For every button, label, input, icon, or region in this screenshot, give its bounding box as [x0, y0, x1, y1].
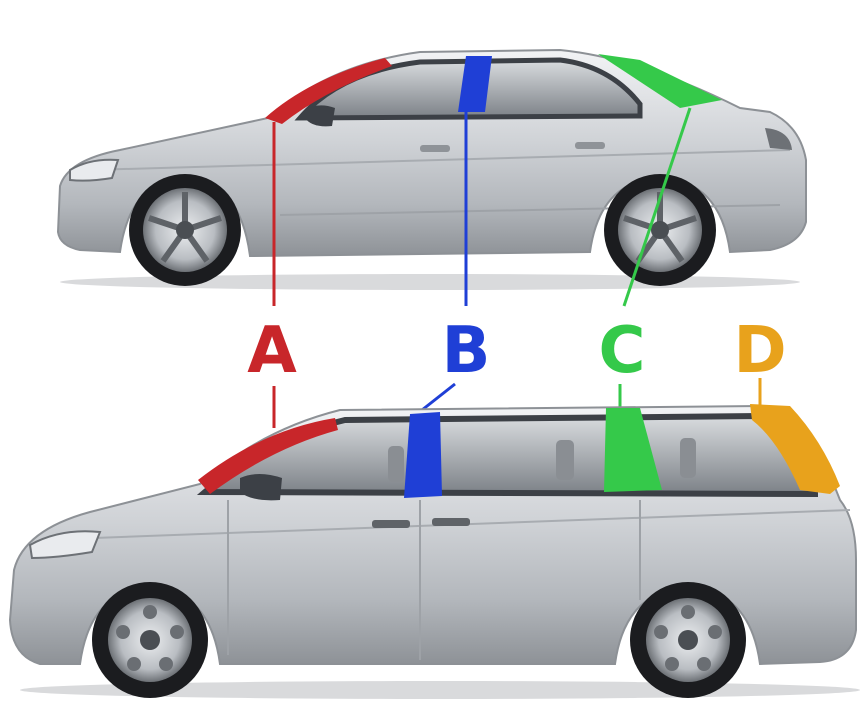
minivan-shadow [20, 681, 860, 699]
minivan-a-pillar [198, 418, 338, 494]
pillar-label-c: C [599, 314, 646, 388]
pillar-connector-lines [272, 107, 762, 428]
minivan-b-pillar [404, 412, 442, 498]
minivan-rear-wheel [630, 582, 746, 698]
minivan-seats [388, 438, 696, 482]
minivan-front-wheel [92, 582, 208, 698]
sedan-headlight [69, 158, 120, 182]
sedan-a-pillar [265, 58, 392, 124]
c-pillar-line-top [622, 107, 692, 307]
sedan-c-pillar [598, 54, 722, 108]
sedan-mirror [305, 105, 335, 127]
sedan-door-handle-front [420, 145, 450, 152]
minivan-door-handle-front [372, 520, 410, 528]
pillar-label-b: B [442, 314, 491, 388]
minivan-door-handle-rear [432, 518, 470, 526]
pillar-label-d: D [733, 314, 786, 388]
minivan-mirror [240, 474, 282, 501]
pillar-labels: A B C D [247, 314, 786, 388]
b-pillar-line-bottom [421, 382, 456, 412]
minivan-c-pillar [604, 408, 662, 492]
sedan-b-pillar [458, 56, 492, 112]
sedan-rear-wheel [604, 174, 716, 286]
minivan [8, 404, 860, 699]
sedan-taillight [765, 128, 792, 150]
pillar-label-a: A [247, 314, 297, 388]
minivan-d-pillar [750, 404, 840, 494]
sedan-door-handle-rear [575, 142, 605, 149]
sedan [56, 48, 807, 290]
sedan-front-wheel [129, 174, 241, 286]
minivan-headlight [28, 530, 102, 560]
sedan-shadow [60, 274, 800, 290]
